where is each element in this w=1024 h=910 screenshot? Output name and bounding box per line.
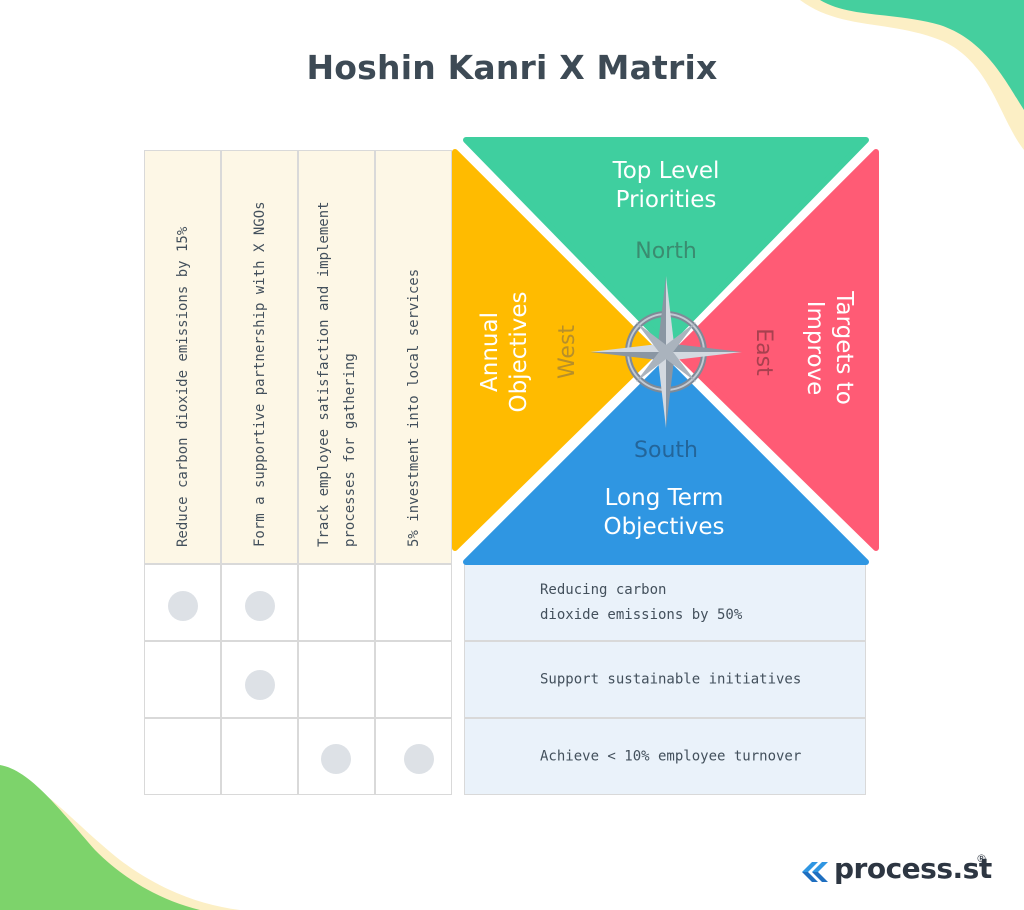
south-title-line1: Long Term bbox=[605, 485, 724, 511]
long-term-objective-row: Reducing carbon dioxide emissions by 50% bbox=[464, 564, 866, 641]
correlation-cell bbox=[144, 564, 221, 641]
correlation-cell bbox=[144, 641, 221, 718]
correlation-cell bbox=[298, 564, 375, 641]
correlation-cell bbox=[221, 718, 298, 795]
long-term-objective-line: dioxide emissions by 50% bbox=[540, 606, 743, 623]
annual-objective-cell: Reduce carbon dioxide emissions by 15% bbox=[144, 150, 221, 564]
west-direction: West bbox=[555, 325, 580, 379]
long-term-objective-text: Achieve < 10% employee turnover bbox=[540, 748, 802, 764]
east-title-line2: Improve bbox=[802, 301, 828, 396]
process-st-logo-text: process.st bbox=[834, 852, 992, 885]
long-term-objective-line: Reducing carbon bbox=[540, 581, 667, 598]
correlation-cell bbox=[298, 641, 375, 718]
long-term-objective-text: Reducing carbon dioxide emissions by 50% bbox=[540, 578, 860, 628]
process-st-logo: process.st ® bbox=[798, 852, 998, 886]
correlation-dot bbox=[245, 591, 275, 621]
correlation-dot bbox=[321, 744, 351, 774]
process-st-logo-icon bbox=[802, 862, 828, 882]
correlation-cell bbox=[221, 641, 298, 718]
correlation-dot bbox=[404, 744, 434, 774]
annual-objective-cell: Track employee satisfaction and implemen… bbox=[298, 150, 375, 564]
south-quadrant bbox=[463, 359, 869, 565]
north-title-line1: Top Level bbox=[612, 158, 720, 184]
annual-objective-cell: 5% investment into local services bbox=[375, 150, 452, 564]
long-term-objective-text: Support sustainable initiatives bbox=[540, 671, 802, 687]
long-term-objective-row: Support sustainable initiatives bbox=[464, 641, 866, 718]
north-quadrant bbox=[463, 137, 869, 348]
north-title-line2: Priorities bbox=[616, 187, 717, 213]
correlation-cell bbox=[375, 564, 452, 641]
correlation-cell bbox=[221, 564, 298, 641]
correlation-cell bbox=[298, 718, 375, 795]
logo-name: process bbox=[834, 852, 953, 885]
correlation-cell bbox=[375, 718, 452, 795]
annual-objective-cell: Form a supportive partnership with X NGO… bbox=[221, 150, 298, 564]
logo-registered-mark: ® bbox=[976, 852, 987, 865]
logo-suffix: .st bbox=[952, 852, 993, 885]
long-term-objective-row: Achieve < 10% employee turnover bbox=[464, 718, 866, 795]
correlation-cell bbox=[144, 718, 221, 795]
south-title-line2: Objectives bbox=[603, 514, 724, 540]
correlation-dot bbox=[245, 670, 275, 700]
east-title-line1: Targets to bbox=[831, 290, 857, 405]
west-title-line1: Annual bbox=[477, 312, 503, 392]
north-direction: North bbox=[635, 239, 697, 264]
correlation-dot bbox=[168, 591, 198, 621]
east-direction: East bbox=[751, 328, 776, 376]
page-title: Hoshin Kanri X Matrix bbox=[306, 48, 718, 87]
west-quadrant bbox=[452, 149, 658, 551]
compass-icon bbox=[590, 276, 742, 428]
east-quadrant bbox=[673, 149, 879, 551]
south-direction: South bbox=[634, 438, 698, 463]
correlation-cell bbox=[375, 641, 452, 718]
west-title-line2: Objectives bbox=[506, 291, 532, 412]
